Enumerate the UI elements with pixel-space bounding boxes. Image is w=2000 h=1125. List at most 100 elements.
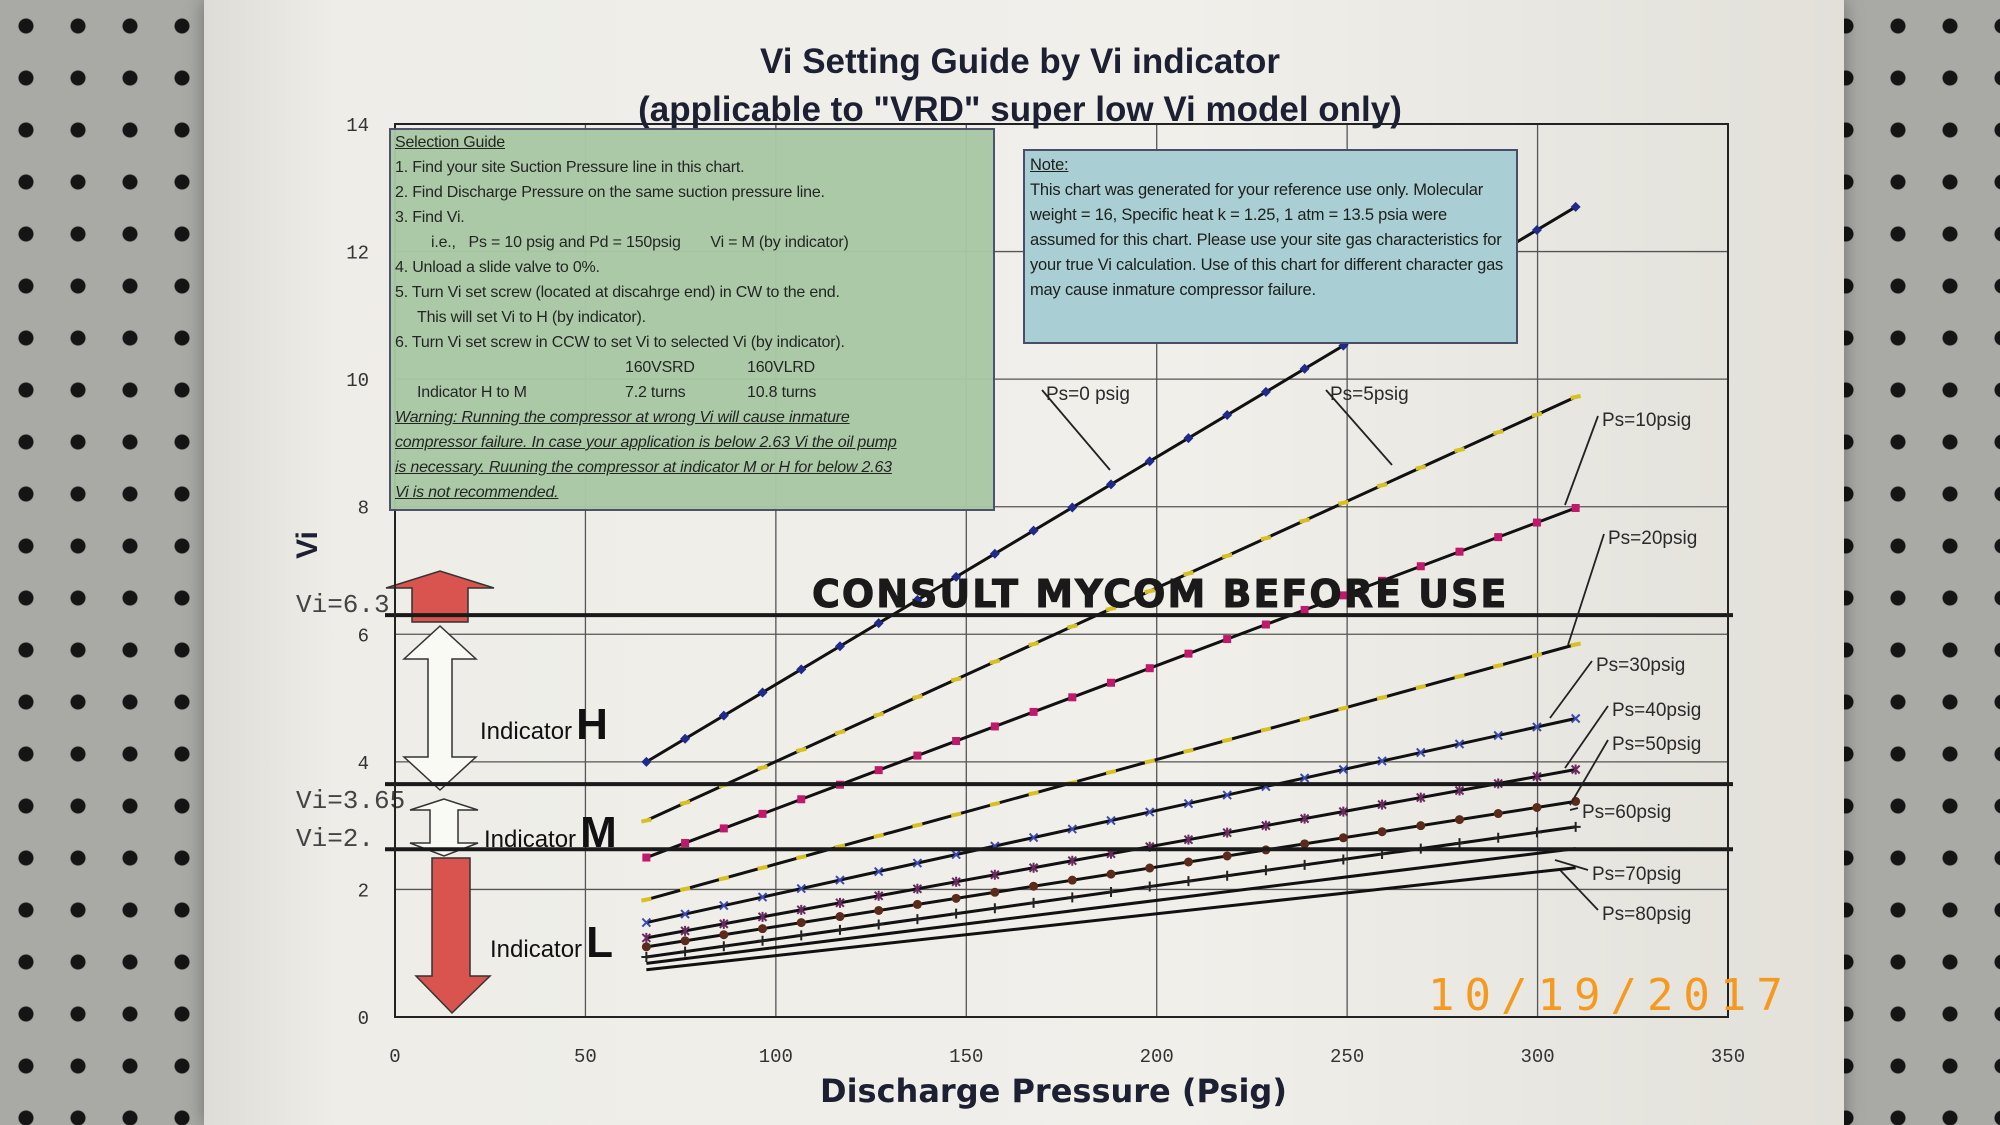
data-point: [1067, 875, 1077, 885]
data-point: [951, 876, 961, 887]
data-point: [874, 905, 884, 915]
x-tick-label: 150: [949, 1046, 983, 1068]
data-point: [1570, 764, 1581, 775]
data-point: [640, 817, 652, 824]
data-point: [1454, 446, 1465, 453]
guide-step: 4. Unload a slide valve to 0%.: [395, 259, 600, 276]
data-point: [1028, 641, 1039, 648]
data-point: [1260, 865, 1271, 876]
data-point: [1066, 623, 1078, 630]
data-point: [719, 930, 729, 940]
guide-step: 2. Find Discharge Pressure on the same s…: [395, 184, 825, 201]
data-point: [1339, 591, 1348, 600]
data-point: [1299, 813, 1310, 824]
x-axis-title: Discharge Pressure (Psig): [820, 1072, 1287, 1110]
data-point: [796, 883, 806, 894]
data-point: [640, 896, 652, 903]
data-point: [718, 875, 730, 882]
data-point: [1454, 739, 1465, 749]
warning-line: Vi is not recommended.: [395, 484, 559, 501]
data-point: [680, 936, 690, 946]
data-point: [1106, 886, 1117, 897]
x-tick-label: 100: [759, 1046, 793, 1068]
data-point: [1105, 769, 1117, 776]
data-point: [1028, 897, 1039, 908]
data-point: [1531, 411, 1543, 418]
data-point: [1376, 482, 1388, 489]
data-point: [834, 924, 845, 935]
x-tick-label: 250: [1330, 1046, 1364, 1068]
data-point: [1222, 851, 1232, 861]
series-label: Ps=0 psig: [1046, 384, 1130, 405]
red-down-arrow: [414, 857, 492, 1015]
x-tick-label: 300: [1520, 1046, 1554, 1068]
data-point: [1492, 662, 1504, 669]
data-point: [989, 548, 1000, 559]
chart-subtitle: (applicable to "VRD" super low Vi model …: [638, 90, 1402, 129]
y-tick-label: 8: [358, 498, 369, 520]
data-point: [680, 733, 691, 744]
data-point: [1261, 620, 1270, 629]
data-point: [1532, 722, 1542, 732]
data-point: [990, 869, 1000, 880]
m-double-arrow: [409, 798, 479, 857]
data-point: [1222, 410, 1233, 421]
data-point: [873, 711, 885, 718]
data-point: [1338, 833, 1348, 843]
data-point: [1260, 386, 1271, 397]
data-point: [1183, 876, 1194, 887]
series-label: Ps=30psig: [1596, 655, 1685, 676]
data-point: [641, 756, 652, 767]
table-header: 160VSRD: [625, 359, 695, 376]
data-point: [1415, 684, 1427, 690]
indicator-letter: H: [576, 700, 608, 749]
date-stamp: 10/19/2017: [1428, 970, 1793, 1021]
data-point: [680, 909, 690, 919]
series-9: [646, 866, 1576, 972]
series-lines: [640, 201, 1582, 972]
data-point: [1222, 870, 1233, 881]
callout-leader: [1549, 660, 1593, 719]
data-point: [874, 766, 883, 775]
selection-guide-box: Selection Guide 1. Find your site Suctio…: [389, 128, 995, 511]
data-point: [1299, 715, 1311, 722]
data-point: [952, 737, 961, 746]
turns-table-header: 160VSRD 160VLRD: [395, 355, 989, 380]
data-point: [1570, 641, 1582, 648]
data-point: [1493, 730, 1503, 741]
series-label: Ps=50psig: [1612, 734, 1701, 755]
series-label: Ps=40psig: [1612, 700, 1701, 721]
data-point: [873, 866, 884, 877]
table-header: [395, 355, 625, 380]
threshold-label: Vi=3.65: [296, 786, 405, 816]
data-point: [1261, 820, 1271, 831]
data-point: [1183, 798, 1194, 809]
data-point: [796, 904, 806, 915]
data-point: [990, 887, 1000, 897]
guide-step: This will set Vi to H (by indicator).: [417, 309, 646, 326]
data-point: [1454, 815, 1464, 825]
y-tick-label: 14: [346, 115, 369, 137]
data-point: [641, 917, 652, 928]
data-point: [1222, 827, 1232, 838]
callout-leader: [1554, 859, 1589, 871]
indicator-m-label: IndicatorM: [484, 808, 617, 858]
data-point: [1377, 827, 1387, 837]
data-point: [1531, 652, 1543, 659]
indicator-text: Indicator: [490, 936, 583, 963]
data-point: [912, 899, 922, 909]
data-point: [1067, 824, 1077, 834]
data-point: [1183, 857, 1193, 867]
h-double-arrow: [402, 624, 478, 792]
data-point: [1299, 773, 1310, 783]
data-point: [796, 918, 806, 928]
data-point: [1299, 517, 1311, 524]
data-point: [1493, 832, 1504, 843]
y-tick-label: 2: [358, 880, 369, 902]
data-point: [834, 641, 845, 652]
data-point: [912, 883, 923, 894]
data-point: [757, 864, 768, 871]
